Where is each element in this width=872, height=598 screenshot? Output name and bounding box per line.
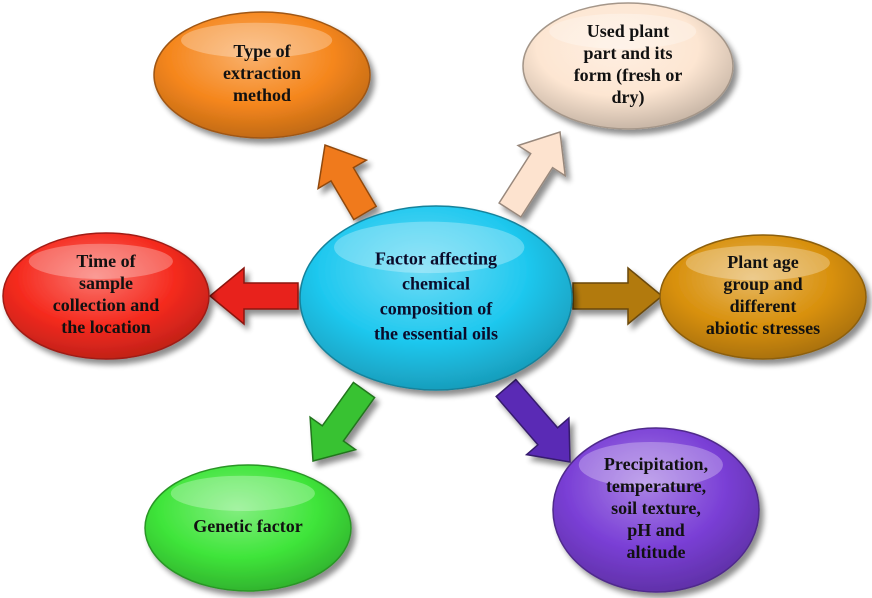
- node-precipitation-label-line: Precipitation,: [604, 454, 708, 474]
- node-plant-part-label-line: dry): [612, 87, 645, 108]
- arrows: [208, 131, 664, 463]
- arrow-precipitation: [495, 378, 571, 463]
- node-genetic-ellipse: [144, 464, 352, 592]
- node-extraction-ellipse: [153, 11, 371, 139]
- node-plant-age-label-line: different: [730, 296, 797, 316]
- node-extraction-label-line: method: [233, 85, 291, 105]
- node-time-location-ellipse: [2, 232, 210, 360]
- arrow-time-location: [208, 266, 299, 326]
- node-time-location-highlight: [28, 243, 173, 279]
- node-plant-part-highlight: [549, 13, 697, 49]
- node-time-location-label-line: sample: [79, 273, 133, 293]
- node-extraction-highlight: [181, 22, 333, 58]
- node-plant-age-label-line: Plant age: [727, 252, 799, 272]
- center-ellipse-group: Factor affecting chemical composition of th…: [299, 205, 573, 391]
- node-genetic-highlight: [170, 475, 315, 511]
- node-time-location-label-line: Time of: [76, 251, 136, 271]
- node-plant-part-label-line: form (fresh or: [574, 65, 683, 86]
- arrow-extraction: [317, 143, 378, 221]
- node-plant-age-ellipse: [659, 234, 867, 360]
- arrow-genetic: [309, 381, 376, 462]
- node-precipitation-label-line: temperature,: [606, 476, 706, 496]
- center-ellipse-group-ellipse: [299, 205, 573, 391]
- node-plant-age-label-line: group and: [723, 274, 802, 294]
- node-plant-part-ellipse: [522, 2, 734, 130]
- node-precipitation-label-line: altitude: [626, 542, 685, 562]
- center-node: Factor affecting chemical composition of th…: [299, 205, 573, 391]
- node-extraction-label-line: extraction: [223, 63, 301, 83]
- node-plant-part-label-line: part and its: [583, 43, 672, 63]
- node-plant-age-highlight: [685, 245, 830, 281]
- node-plant-age-label-line: abiotic stresses: [706, 318, 820, 338]
- node-time-location-label-line: collection and: [53, 295, 160, 315]
- node-genetic-label-line: Genetic factor: [193, 516, 302, 536]
- node-time-location-label-line: the location: [61, 317, 151, 337]
- center-ellipse-group-label-line: chemical: [402, 274, 470, 294]
- center-ellipse-group-label-line: composition of: [380, 299, 494, 319]
- center-ellipse-group-highlight: [334, 221, 525, 274]
- node-plant-part-label-line: Used plant: [587, 21, 670, 41]
- center-ellipse-group-label-line: Factor affecting: [375, 249, 497, 269]
- node-precipitation-highlight: [578, 441, 723, 488]
- node-precipitation-ellipse: [552, 427, 760, 593]
- node-extraction-label-line: Type of: [233, 41, 291, 61]
- node-precipitation: Precipitation,temperature,soil texture,p…: [552, 427, 760, 593]
- arrow-plant-part: [498, 131, 567, 219]
- center-ellipse-group-label-line: the essential oils: [374, 324, 498, 344]
- node-genetic: Genetic factor: [144, 464, 352, 592]
- arrow-plant-age: [572, 266, 664, 326]
- node-precipitation-label-line: soil texture,: [611, 498, 701, 518]
- node-precipitation-label-line: pH and: [627, 520, 685, 540]
